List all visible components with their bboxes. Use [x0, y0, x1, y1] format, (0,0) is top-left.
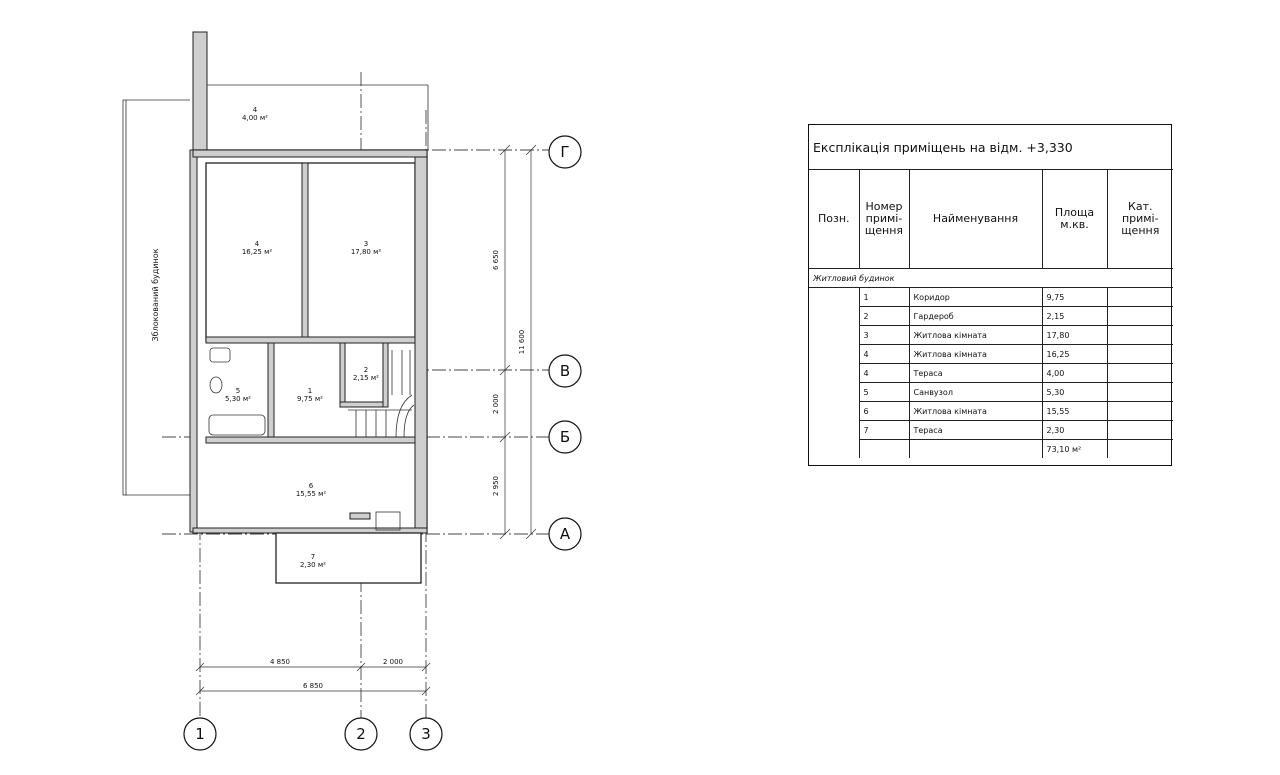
row-area: 15,55: [1041, 401, 1108, 421]
room-number: 5: [236, 387, 240, 395]
dimension-label: 2 950: [492, 476, 500, 496]
dimension-label: 4 850: [270, 658, 290, 666]
row-name: Санвузол: [908, 382, 1043, 402]
axis-label: 3: [421, 725, 431, 743]
row-name: Коридор: [909, 287, 1043, 307]
room-area: 2,30 м²: [300, 561, 326, 569]
total-area: 73,10 м²: [1041, 439, 1108, 458]
row-name: Гардероб: [908, 306, 1043, 326]
header-room-number: Номер примі-щення: [859, 169, 910, 269]
horizontal-dimensions: 4 850 2 000 6 850: [195, 658, 431, 696]
header-pos: Позн.: [809, 169, 860, 269]
row-area: 2,30: [1041, 420, 1108, 440]
row-area: 5,30: [1041, 382, 1108, 402]
row-number: 2: [858, 306, 910, 326]
room-area: 17,80 м²: [351, 248, 382, 256]
row-number: 5: [858, 382, 910, 402]
room-number: 2: [364, 366, 368, 374]
table-row: 6 Житлова кімната 15,55: [809, 401, 1174, 421]
dimension-label: 2 000: [492, 394, 500, 414]
room-area: 16,25 м²: [242, 248, 273, 256]
room-number: 4: [253, 106, 258, 114]
row-number: 3: [858, 325, 910, 345]
row-number: 4: [858, 363, 910, 383]
axis-label: В: [560, 362, 570, 380]
table-row: 5 Санвузол 5,30: [809, 382, 1174, 402]
row-number: 4: [858, 344, 910, 364]
floor-plan: Зблокований будинок: [122, 31, 582, 751]
row-area: 9,75: [1042, 287, 1108, 307]
axis-label: 2: [356, 725, 366, 743]
vertical-dimensions: 6 650 2 000 2 950 11 600: [492, 144, 537, 540]
total-row: 73,10 м²: [809, 439, 1174, 458]
row-area: 2,15: [1041, 306, 1108, 326]
dimension-label: 2 000: [383, 658, 403, 666]
room-number: 7: [311, 553, 315, 561]
row-number: 7: [858, 420, 910, 440]
axis-label: Б: [560, 428, 570, 446]
axis-bubbles: Г В Б А 1 2 3: [183, 135, 582, 751]
dimension-label: 11 600: [518, 330, 526, 355]
row-name: Житлова кімната: [908, 401, 1043, 421]
walls: [189, 31, 429, 584]
row-name: Тераса: [908, 420, 1043, 440]
table-title: Експлікація приміщень на відм. +3,330: [809, 125, 1174, 170]
row-name: Тераса: [908, 363, 1043, 383]
dimension-label: 6 850: [303, 682, 323, 690]
explication-table: Експлікація приміщень на відм. +3,330 По…: [808, 124, 1174, 466]
room-labels: 4 4,00 м² 4 16,25 м² 3 17,80 м² 2 2,15 м…: [225, 106, 381, 569]
room-number: 3: [364, 240, 368, 248]
room-area: 2,15 м²: [353, 374, 379, 382]
dimension-label: 6 650: [492, 250, 500, 270]
room-area: 5,30 м²: [225, 395, 251, 403]
room-area: 4,00 м²: [242, 114, 268, 122]
table-row: 4 Житлова кімната 16,25: [809, 344, 1174, 364]
table-row: 2 Гардероб 2,15: [809, 306, 1174, 326]
axis-label: А: [560, 525, 571, 543]
bathroom-fixtures: [208, 347, 266, 436]
table-row: 3 Житлова кімната 17,80: [809, 325, 1174, 345]
room-number: 1: [308, 387, 312, 395]
axis-label: Г: [560, 143, 569, 161]
row-area: 17,80: [1041, 325, 1108, 345]
row-number: 1: [859, 287, 910, 307]
header-category: Кат. примі-щення: [1107, 169, 1174, 269]
room-area: 9,75 м²: [297, 395, 323, 403]
row-area: 16,25: [1041, 344, 1108, 364]
room-number: 4: [255, 240, 260, 248]
adjacent-building: [122, 99, 190, 496]
adjacent-building-label: Зблокований будинок: [151, 248, 160, 341]
header-name: Найменування: [909, 169, 1043, 269]
row-name: Житлова кімната: [908, 344, 1043, 364]
row-area: 4,00: [1041, 363, 1108, 383]
group-label: Житловий будинок: [809, 268, 1174, 288]
table-row: 4 Тераса 4,00: [809, 363, 1174, 383]
axis-label: 1: [195, 725, 205, 743]
table-row: 1 Коридор 9,75: [809, 287, 1174, 458]
header-area: Площа м.кв.: [1042, 169, 1108, 269]
room-area: 15,55 м²: [296, 490, 327, 498]
staircase: [348, 350, 415, 438]
room-number: 6: [309, 482, 314, 490]
table-row: 7 Тераса 2,30: [809, 420, 1174, 440]
row-name: Житлова кімната: [908, 325, 1043, 345]
row-number: 6: [858, 401, 910, 421]
